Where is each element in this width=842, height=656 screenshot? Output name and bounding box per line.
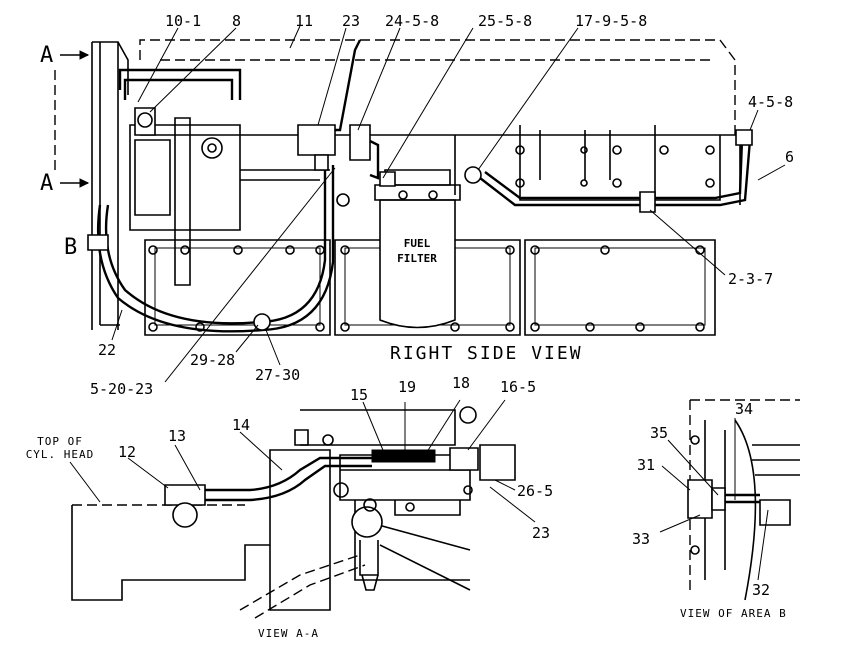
callout-26-5: 26-5 bbox=[517, 482, 553, 500]
callout-23-aa: 23 bbox=[532, 524, 550, 542]
callout-18: 18 bbox=[452, 374, 470, 392]
callout-29-28: 29-28 bbox=[190, 351, 235, 369]
fuel-lines bbox=[96, 39, 752, 333]
fuel-filter-label-1: FUEL bbox=[404, 237, 431, 250]
fittings bbox=[87, 107, 753, 331]
callout-22: 22 bbox=[98, 341, 116, 359]
callout-23: 23 bbox=[342, 12, 360, 30]
top-of-cyl-head-line2: CYL. HEAD bbox=[26, 448, 95, 461]
callout-25-5-8: 25-5-8 bbox=[478, 12, 532, 30]
view-a-a: TOP OF CYL. HEAD 12 13 14 15 19 18 16-5 … bbox=[26, 374, 553, 640]
leaders-main bbox=[111, 25, 786, 383]
callout-5-20-23: 5-20-23 bbox=[90, 380, 153, 398]
callout-12: 12 bbox=[118, 443, 136, 461]
callout-4-5-8: 4-5-8 bbox=[748, 93, 793, 111]
callout-11: 11 bbox=[295, 12, 313, 30]
callout-2-3-7: 2-3-7 bbox=[728, 270, 773, 288]
callout-10-1: 10-1 bbox=[165, 12, 201, 30]
fuel-filter-label-2: FILTER bbox=[397, 252, 437, 265]
right-side-view-title: RIGHT SIDE VIEW bbox=[390, 343, 583, 364]
callout-27-30: 27-30 bbox=[255, 366, 300, 384]
callout-31: 31 bbox=[637, 456, 655, 474]
callout-33: 33 bbox=[632, 530, 650, 548]
callout-34: 34 bbox=[735, 400, 753, 418]
fuel-filter: FUEL FILTER bbox=[374, 169, 461, 329]
callout-14: 14 bbox=[232, 416, 250, 434]
callout-8: 8 bbox=[232, 12, 241, 30]
callout-19: 19 bbox=[398, 378, 416, 396]
view-area-b: 34 35 31 33 32 VIEW OF AREA B bbox=[632, 399, 800, 620]
section-mark-a-bottom: A bbox=[40, 171, 53, 196]
top-of-cyl-head-line1: TOP OF bbox=[37, 435, 83, 448]
callout-16-5: 16-5 bbox=[500, 378, 536, 396]
view-area-b-title: VIEW OF AREA B bbox=[680, 607, 787, 620]
section-mark-a-top: A bbox=[40, 43, 53, 68]
section-marks: A A B bbox=[40, 43, 90, 260]
callouts-b: 34 35 31 33 32 bbox=[632, 400, 770, 599]
callout-32: 32 bbox=[752, 581, 770, 599]
leaders-aa bbox=[127, 399, 536, 523]
section-mark-b: B bbox=[64, 235, 77, 260]
callout-6: 6 bbox=[785, 148, 794, 166]
callout-24-5-8: 24-5-8 bbox=[385, 12, 439, 30]
callouts-main: 10-1 8 11 23 24-5-8 25-5-8 17-9-5-8 4-5-… bbox=[90, 12, 794, 398]
callout-35: 35 bbox=[650, 424, 668, 442]
pan-bolts bbox=[148, 245, 705, 332]
right-side-view: FUEL FILTER bbox=[40, 12, 794, 398]
leaders-b bbox=[659, 418, 769, 581]
callouts-aa: 12 13 14 15 19 18 16-5 26-5 23 bbox=[118, 374, 553, 542]
callout-13: 13 bbox=[168, 427, 186, 445]
view-a-a-title: VIEW A-A bbox=[258, 627, 319, 640]
callout-17-9-5-8: 17-9-5-8 bbox=[575, 12, 647, 30]
callout-15: 15 bbox=[350, 386, 368, 404]
